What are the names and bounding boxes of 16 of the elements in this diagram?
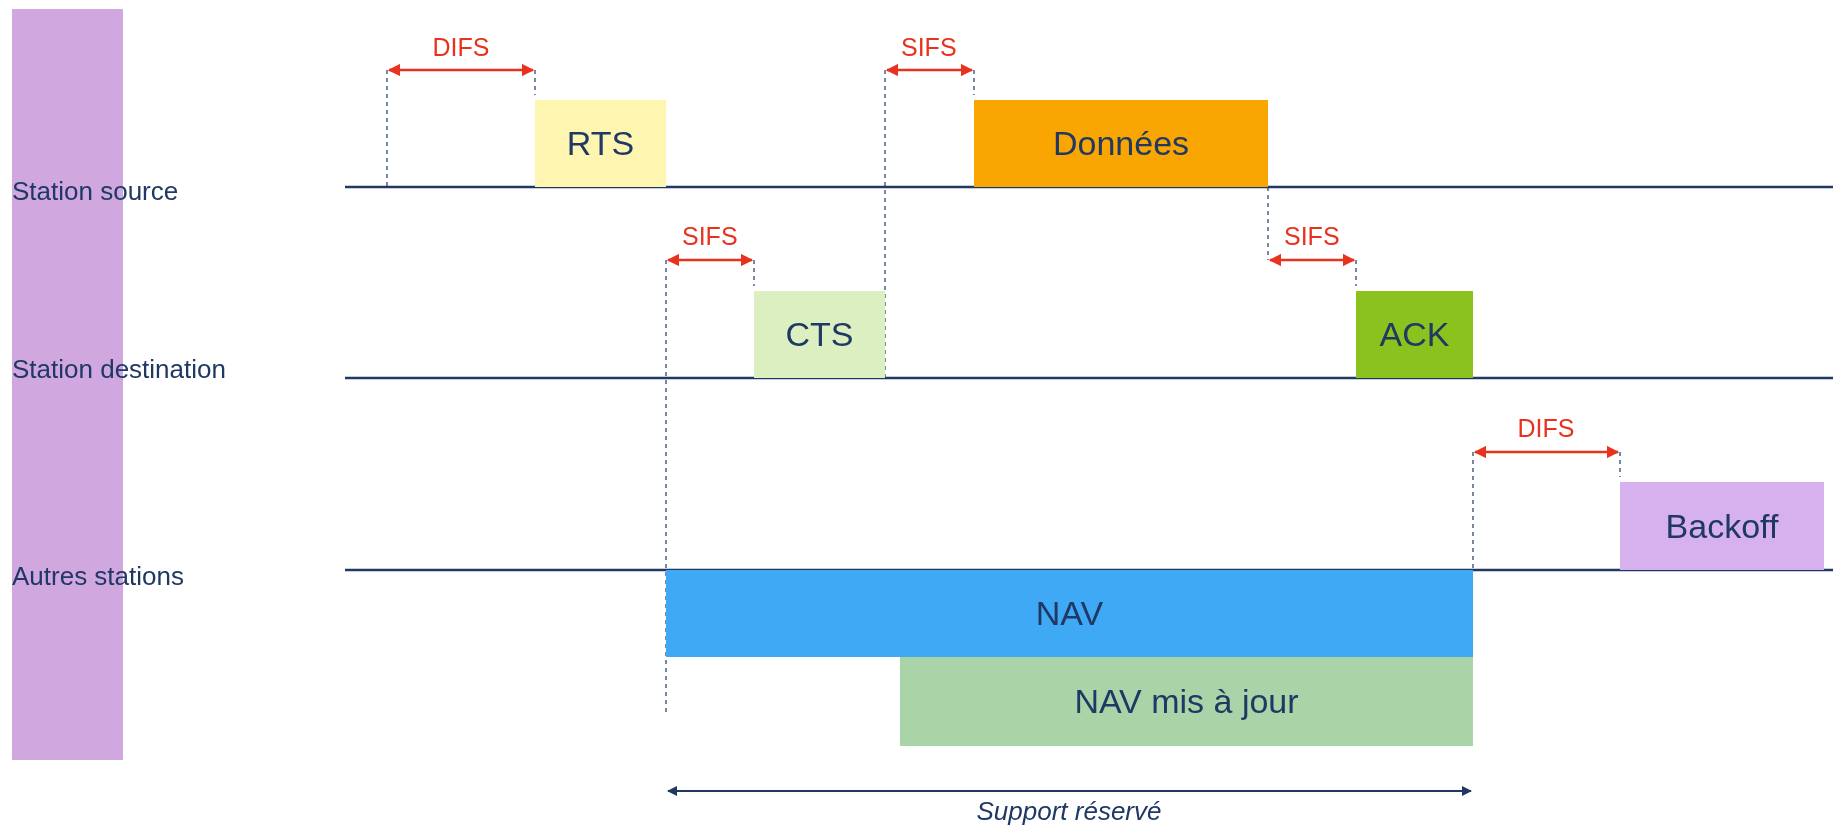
interval-label: DIFS bbox=[1517, 413, 1575, 443]
interval-label: DIFS bbox=[432, 32, 490, 62]
frame-block: Backoff bbox=[1620, 482, 1824, 570]
dimension-label: Support réservé bbox=[976, 795, 1162, 827]
station-label: Station source bbox=[12, 175, 179, 207]
frame-block: ACK bbox=[1356, 291, 1473, 378]
station-label: Station destination bbox=[12, 353, 226, 385]
interval-label: SIFS bbox=[901, 32, 957, 62]
station-label: Autres stations bbox=[12, 560, 184, 592]
interval-label: SIFS bbox=[1284, 221, 1340, 251]
frame-block: NAV mis à jour bbox=[900, 657, 1473, 746]
frame-block: Données bbox=[974, 100, 1268, 187]
frame-block: CTS bbox=[754, 291, 885, 378]
frame-block: RTS bbox=[535, 100, 666, 187]
interval-label: SIFS bbox=[682, 221, 738, 251]
frame-block: NAV bbox=[666, 570, 1473, 657]
